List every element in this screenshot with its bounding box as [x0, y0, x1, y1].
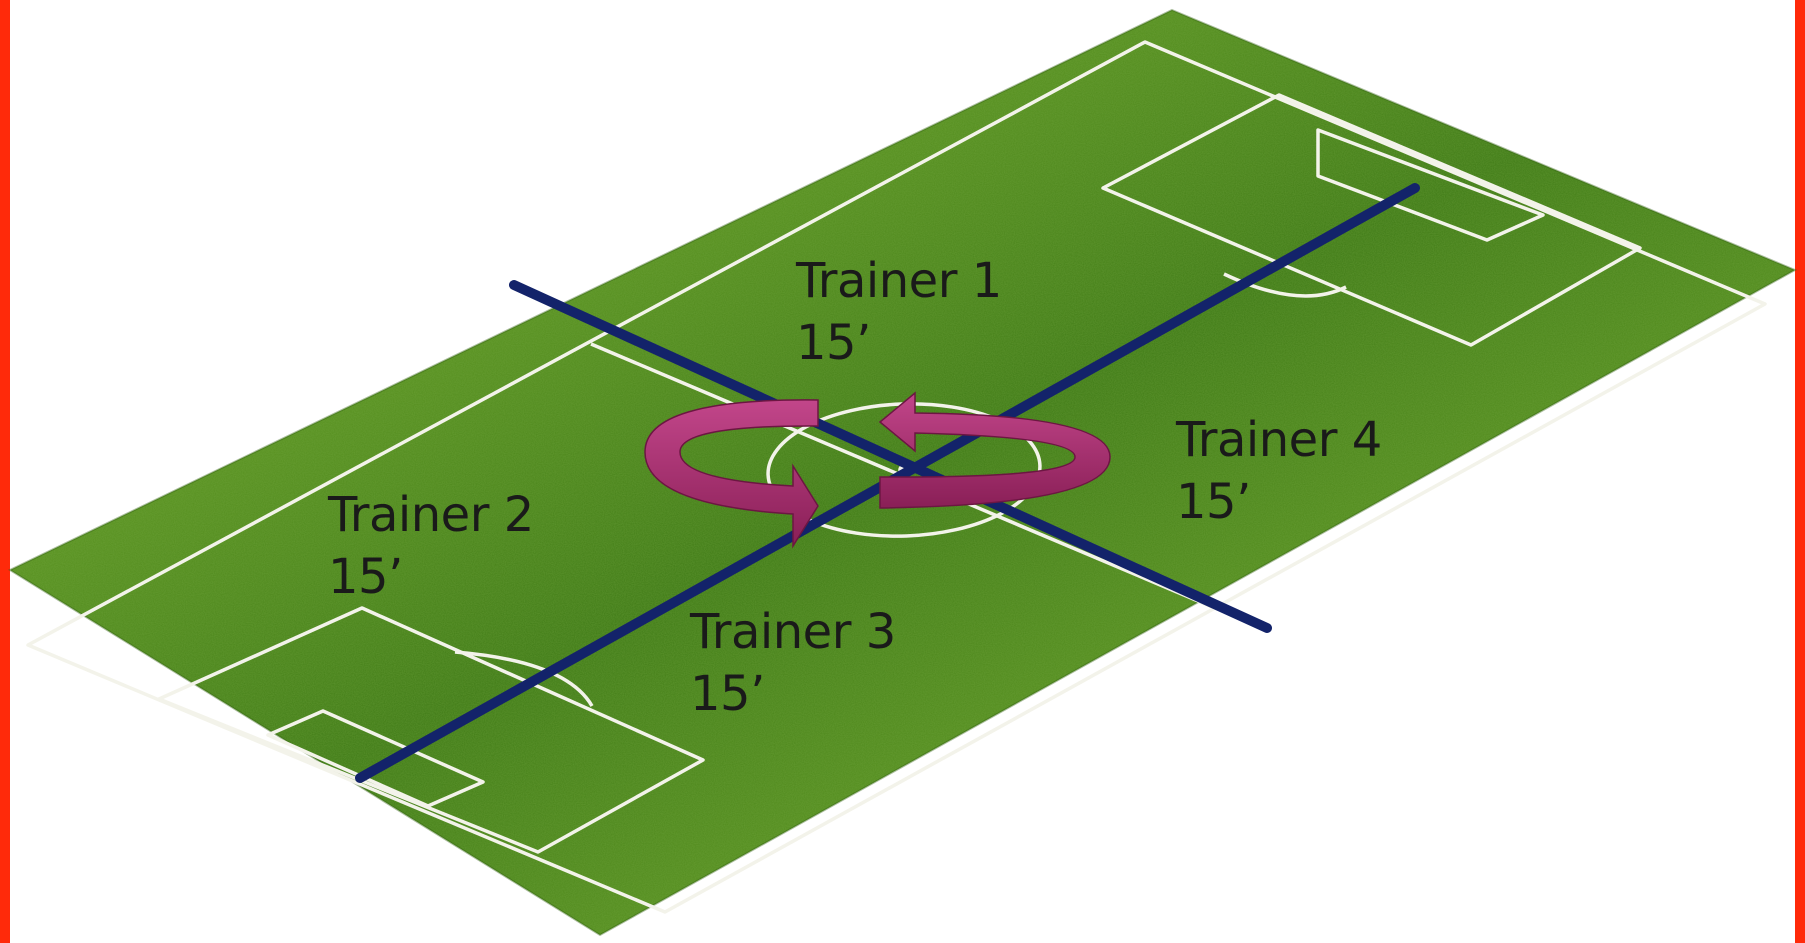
divider-line-a: [509, 280, 1272, 633]
penalty-area-bottom: [157, 606, 705, 854]
zone-trainer-1-name: Trainer 1: [796, 253, 1002, 309]
frame-left-border: [0, 0, 10, 943]
goal-area-bottom: [266, 709, 485, 808]
zone-trainer-1: Trainer 1 15’: [796, 250, 1002, 374]
zone-trainer-3: Trainer 3 15’: [690, 601, 896, 725]
zone-trainer-3-duration: 15’: [690, 666, 765, 722]
zone-trainer-2-duration: 15’: [328, 549, 403, 605]
zone-trainer-2: Trainer 2 15’: [328, 484, 534, 608]
penalty-area-top: [1101, 93, 1642, 347]
rotation-arrows-icon: [644, 391, 1111, 549]
frame-right-border: [1795, 0, 1805, 943]
touchline-boundary: [26, 40, 1767, 914]
zone-trainer-4: Trainer 4 15’: [1176, 409, 1382, 533]
zone-trainer-1-duration: 15’: [796, 315, 871, 371]
zone-trainer-2-name: Trainer 2: [328, 487, 534, 543]
zone-trainer-4-duration: 15’: [1176, 474, 1251, 530]
zone-trainer-3-name: Trainer 3: [690, 604, 896, 660]
zone-trainer-4-name: Trainer 4: [1176, 412, 1382, 468]
goal-area-top: [1316, 128, 1545, 242]
